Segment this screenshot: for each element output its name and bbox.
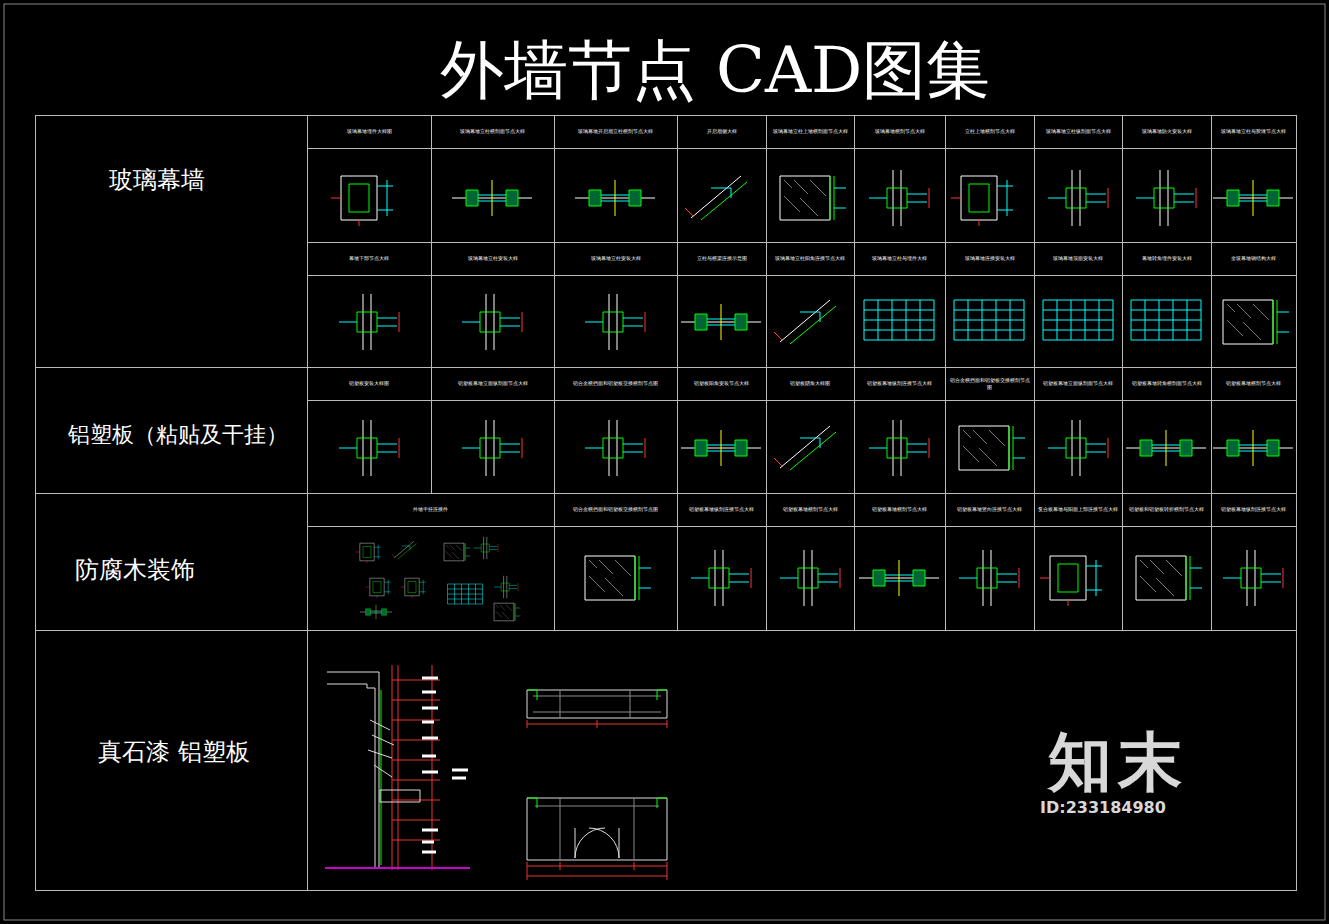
watermark: ID:233184980 <box>1040 798 1166 818</box>
cell-title: 玻璃幕墙立柱安装大样 <box>557 242 674 275</box>
category-cell: 玻璃幕墙 <box>35 115 307 367</box>
sheet-title: 外墙节点 CAD图集 <box>365 30 1065 110</box>
cell-title: 铝塑板幕墙纵剖连接节点大样 <box>1214 493 1293 526</box>
cell-title: 玻璃幕墙立柱阳角连接节点大样 <box>769 242 851 275</box>
cell-title: 铝塑板幕墙纵剖连接节点大样 <box>857 367 942 400</box>
category-cell: 铝塑板（粘贴及干挂） <box>35 367 307 493</box>
cell-title: 玻璃幕墙立柱纵剖面节点大样 <box>1037 115 1119 148</box>
cell-title: 玻璃幕墙立柱横剖面节点大样 <box>434 115 551 148</box>
cell-title: 铝合金横挡面和铝塑板交接横剖节点图 <box>557 367 674 400</box>
cell-title: 玻璃幕墙立柱上墙横剖面节点大样 <box>769 115 851 148</box>
category-label: 玻璃幕墙 <box>109 165 205 195</box>
cell-title: 玻璃幕墙埋件大样图 <box>310 115 428 148</box>
category-label: 防腐木装饰 <box>75 555 195 585</box>
cell-title: 玻璃幕墙开启扇立柱横剖节点大样 <box>557 115 674 148</box>
cell-title: 玻璃幕墙防火安装大样 <box>1125 115 1208 148</box>
cell-title: 铝塑板幕墙转角横剖面节点大样 <box>1125 367 1208 400</box>
cell-title: 铝塑板阳角安装节点大样 <box>680 367 763 400</box>
cell-title: 幕墙转角埋件安装大样 <box>1125 242 1208 275</box>
cell-title: 铝塑板幕墙横剖节点大样 <box>769 493 851 526</box>
cell-title: 铝塑板幕墙竖向连接节点大样 <box>948 493 1031 526</box>
cell-title: 玻璃幕墙顶面安装大样 <box>1037 242 1119 275</box>
category-cell: 真石漆 铝塑板 <box>35 630 307 890</box>
cell-title: 外墙干挂连接件 <box>310 493 551 526</box>
cell-title: 全玻幕墙钢结构大样 <box>1214 242 1293 275</box>
watermark: 知末 <box>1048 722 1188 802</box>
category-label: 铝塑板（粘贴及干挂） <box>68 420 288 450</box>
cell-title: 铝塑板幕墙立面纵剖面节点大样 <box>1037 367 1119 400</box>
cell-title: 铝塑板幕墙纵剖连接节点大样 <box>680 493 763 526</box>
cell-title: 铝塑板幕墙横剖节点大样 <box>857 493 942 526</box>
cell-title: 玻璃幕墙连接安装大样 <box>948 242 1031 275</box>
category-cell: 防腐木装饰 <box>35 493 307 630</box>
cell-title: 铝塑板幕墙横剖节点大样 <box>1214 367 1293 400</box>
cell-title: 复合板幕墙与阳面上部连接节点大样 <box>1037 493 1119 526</box>
cell-title: 铝塑板安装大样图 <box>310 367 428 400</box>
cell-title: 铝塑板和铝塑板转折横剖节点大样 <box>1125 493 1208 526</box>
cell-title: 铝合金横挡面和铝塑板交接横剖节点图 <box>948 367 1031 400</box>
cell-title: 铝塑板幕墙立面纵剖面节点大样 <box>434 367 551 400</box>
cell-title: 玻璃幕墙横剖节点大样 <box>857 115 942 148</box>
cell-title: 立柱上墙横剖节点大样 <box>948 115 1031 148</box>
cell-title: 玻璃幕墙立柱与埋件大样 <box>857 242 942 275</box>
cell-title: 玻璃幕墙立柱安装大样 <box>434 242 551 275</box>
cell-title: 开启扇侧大样 <box>680 115 763 148</box>
cell-title: 玻璃幕墙立柱与胶缝节点大样 <box>1214 115 1293 148</box>
cell-title: 幕墙下部节点大样 <box>310 242 428 275</box>
cell-title: 立柱与横梁连接示意图 <box>680 242 763 275</box>
cell-title: 铝塑板阴角大样图 <box>769 367 851 400</box>
cell-title: 铝合金横挡面和铝塑板交接横剖节点图 <box>557 493 674 526</box>
category-label: 真石漆 铝塑板 <box>98 737 250 767</box>
